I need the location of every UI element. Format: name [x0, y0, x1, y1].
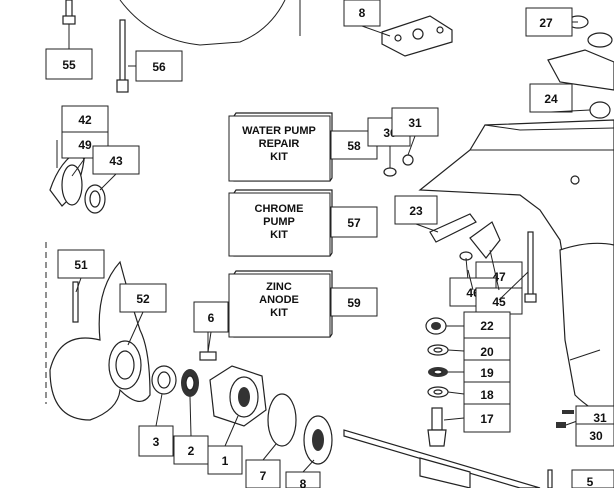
- kit-label-chrome-line2: PUMP: [263, 216, 295, 228]
- callout-label-17: 17: [480, 412, 494, 426]
- kit-label-chrome-line1: CHROME: [255, 203, 304, 215]
- callout-23: 22: [463, 311, 511, 339]
- callout-19: 19: [463, 359, 511, 385]
- housing-outline-top: [119, 0, 286, 46]
- callout-3: 3: [138, 425, 174, 457]
- callout-label-42: 42: [78, 113, 92, 127]
- callout-52: 52: [119, 283, 167, 313]
- callout-label-45: 45: [492, 295, 506, 309]
- callout-22: 24: [529, 83, 573, 113]
- callout-42: 42: [61, 105, 109, 133]
- gasket-part-4: [381, 15, 453, 57]
- filter-part-24: [429, 213, 477, 243]
- kit-box-zinc-anode: ZINC ANODE KIT: [228, 270, 333, 338]
- callout-label-59: 59: [347, 296, 361, 310]
- callout-label-18: 18: [480, 388, 494, 402]
- pin-part-5: [547, 469, 553, 488]
- callout-55: 55: [45, 48, 93, 80]
- callout-label-52: 52: [136, 292, 150, 306]
- cone-part-49: [49, 149, 85, 207]
- callout-24: 23: [394, 195, 438, 225]
- callout-label-5: 5: [587, 475, 594, 488]
- callout-label-43: 43: [109, 154, 123, 168]
- callout-label-22: 24: [544, 92, 558, 106]
- washer-part-31-lower: [562, 410, 574, 414]
- callout-label-24: 23: [409, 204, 423, 218]
- o-ring-part-7: [267, 393, 297, 447]
- callout-45: 45: [475, 287, 523, 315]
- stud-part-56: [116, 19, 136, 93]
- callout-label-57: 57: [347, 216, 361, 230]
- leader-lines: [71, 21, 591, 473]
- callout-label-49: 49: [78, 138, 92, 152]
- cover-parts-27: [547, 15, 614, 119]
- callout-label-56: 56: [152, 60, 166, 74]
- washer-part-18: [427, 386, 449, 398]
- callout-59: 59: [330, 287, 378, 317]
- callout-51: 51: [57, 249, 105, 279]
- callout-57: 57: [330, 206, 378, 238]
- shaft-part-51: [72, 281, 79, 323]
- callout-4: 8: [343, 0, 381, 27]
- callout-label-23: 22: [480, 319, 494, 333]
- kit-box-water-pump: WATER PUMP REPAIR KIT: [228, 112, 333, 182]
- kit-label-chrome-line3: KIT: [270, 229, 288, 241]
- callout-label-19: 19: [480, 366, 494, 380]
- seal-part-19: [428, 367, 448, 377]
- callout-8: 8: [285, 471, 321, 488]
- bracket-part-47: [469, 221, 501, 259]
- callout-label-2: 2: [188, 444, 195, 458]
- callout-30-lower: 30: [575, 423, 614, 447]
- callout-label-58: 58: [347, 139, 361, 153]
- pinion-part-17: [427, 407, 447, 447]
- callout-label-30-lower: 30: [589, 429, 603, 443]
- callout-27: 27: [525, 7, 573, 37]
- nut-part-43: [84, 184, 106, 214]
- stud-part-45: [524, 231, 537, 303]
- washer-part-20: [427, 344, 449, 356]
- bolt-part-55: [62, 0, 76, 50]
- kit-label-zinc-line1: ZINC: [266, 281, 292, 293]
- kit-label-zinc-line2: ANODE: [259, 294, 299, 306]
- callout-17: 17: [463, 403, 511, 433]
- gear-part-8: [303, 415, 333, 465]
- callout-label-55: 55: [62, 58, 76, 72]
- kit-label-water-pump-line2: REPAIR: [259, 138, 300, 150]
- callout-5: 5: [571, 469, 614, 488]
- screw-part-46: [459, 251, 473, 281]
- callout-label-20: 20: [480, 345, 494, 359]
- kit-label-water-pump-line3: KIT: [270, 151, 288, 163]
- kit-box-chrome-pump: CHROME PUMP KIT: [228, 189, 333, 257]
- callout-label-31-lower: 31: [593, 411, 607, 425]
- callout-18: 18: [463, 381, 511, 407]
- spacer-part-3: [151, 365, 177, 395]
- propeller-shaft: [343, 429, 541, 488]
- callout-label-6: 6: [208, 311, 215, 325]
- callout-2: 2: [173, 435, 209, 465]
- callout-label-1: 1: [222, 454, 229, 468]
- kit-label-water-pump-line1: WATER PUMP: [242, 125, 316, 137]
- callout-31: 31: [391, 107, 439, 137]
- callout-label-3: 3: [153, 435, 160, 449]
- bearing-part-23: [425, 317, 447, 335]
- callout-label-7: 7: [260, 469, 267, 483]
- seal-part-2: [181, 369, 199, 397]
- callout-7: 7: [245, 459, 281, 488]
- callout-label-27: 27: [539, 16, 553, 30]
- bearing-carrier-part-1: [209, 365, 267, 427]
- bolt-part-6: [199, 330, 217, 361]
- callout-label-4: 8: [359, 6, 366, 20]
- callout-6: 6: [193, 301, 229, 333]
- callout-label-8: 8: [300, 477, 307, 488]
- callout-1: 1: [207, 445, 243, 475]
- callout-43: 43: [92, 145, 140, 175]
- callout-label-51: 51: [74, 258, 88, 272]
- kit-label-zinc-line3: KIT: [270, 307, 288, 319]
- callout-56: 56: [135, 50, 183, 82]
- callout-label-31: 31: [408, 116, 422, 130]
- washer-part-31: [402, 154, 414, 166]
